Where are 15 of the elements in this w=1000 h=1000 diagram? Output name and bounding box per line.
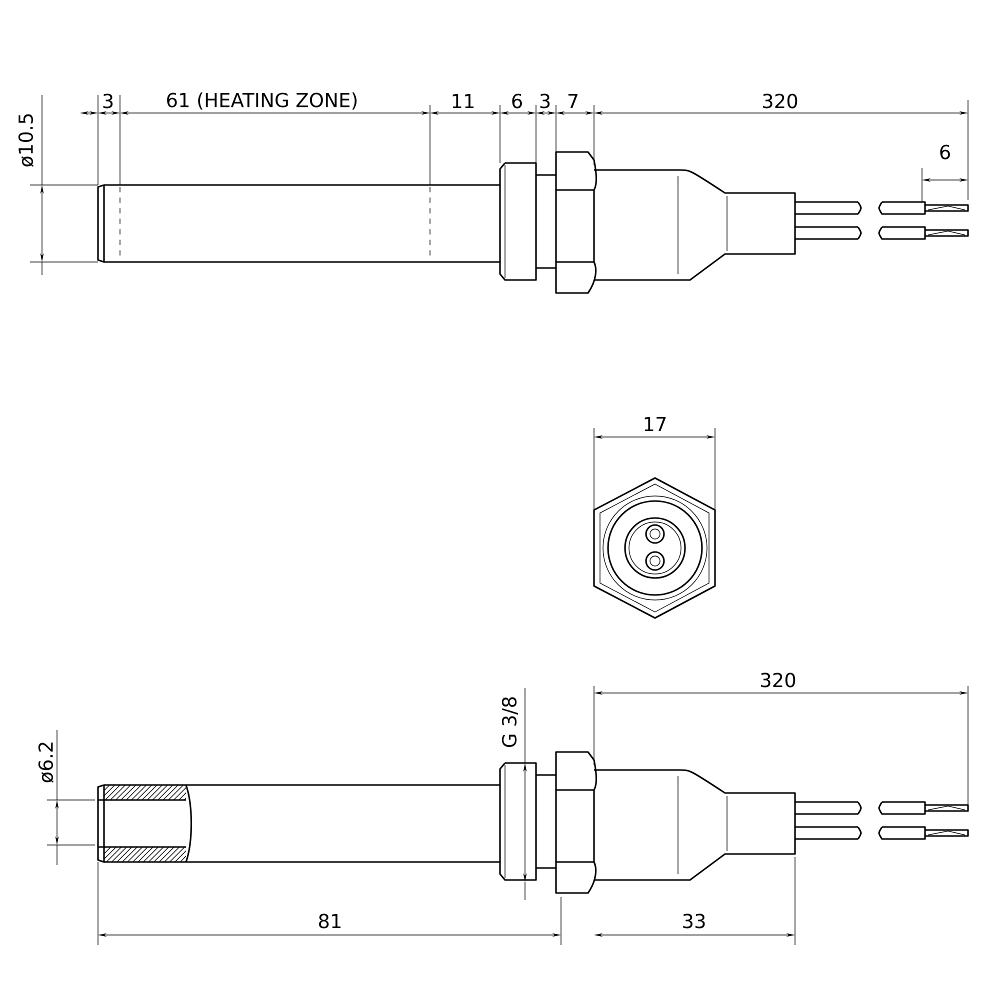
dimension-label: G 3/8 [502, 697, 518, 748]
dimension-label: 81 [319, 914, 340, 928]
dimension-label: 61 (HEATING ZONE) [167, 92, 357, 110]
dimension-label: 6 [512, 94, 522, 108]
dimension-label: 7 [568, 94, 578, 108]
dimension-label: 320 [761, 672, 796, 688]
dimension-label: 33 [683, 914, 705, 928]
dimension-label: 6 [940, 144, 950, 160]
dimension-label: ø6.2 [38, 742, 54, 783]
dimension-label: ø10.5 [18, 114, 34, 167]
dimension-label: 11 [452, 94, 474, 108]
dimension-label: 320 [763, 94, 798, 108]
dimension-label: 17 [644, 416, 666, 432]
dimension-label: 3 [103, 94, 113, 108]
dimension-label: 3 [540, 94, 550, 108]
